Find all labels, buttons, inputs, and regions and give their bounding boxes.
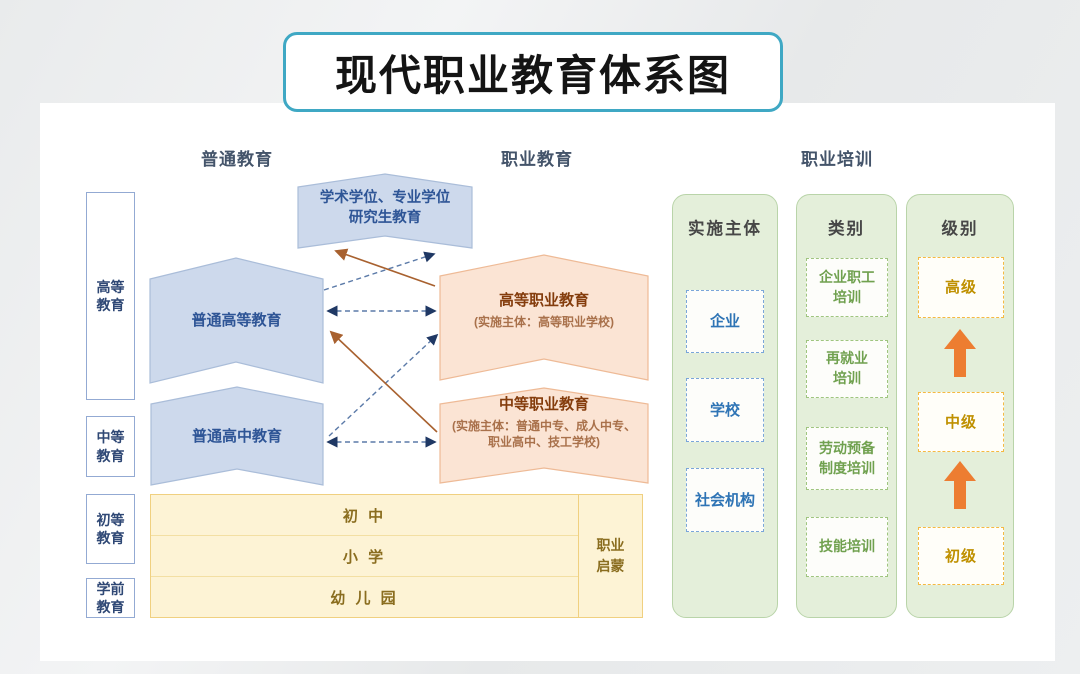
- item-social-organization: 社会机构: [686, 468, 764, 532]
- item-employee-training: 企业职工 培训: [806, 258, 888, 317]
- basic-education-band: 初 中 小 学 幼 儿 园 职业 启蒙: [150, 494, 643, 618]
- page-title: 现代职业教育体系图: [334, 51, 731, 99]
- connector-senior-high-to-higher-vocational: [328, 333, 439, 437]
- item-enterprise: 企业: [686, 290, 764, 353]
- secondary-vocational-subtitle: (实施主体：普通中专、成人中专、 职业高中、技工学校): [452, 419, 636, 450]
- chevron-higher-vocational-education: [439, 254, 649, 381]
- row-kindergarten: 幼 儿 园: [151, 576, 578, 617]
- label-higher-vocational-education: 高等职业教育 (实施主体：高等职业学校): [440, 291, 648, 330]
- item-level-intermediate: 中级: [918, 392, 1004, 452]
- panel-header-categories: 类别: [828, 220, 865, 238]
- item-school: 学校: [686, 378, 764, 442]
- arrow-stem: [954, 349, 966, 377]
- up-arrow-icon: [944, 461, 976, 509]
- item-level-elementary: 初级: [918, 527, 1004, 585]
- slide-card: 普通教育 职业教育 职业培训 高等 教育 中等 教育 初等 教育 学前 教育 学…: [40, 103, 1055, 661]
- chevron-general-senior-high: [150, 386, 324, 486]
- connector-higher-vocational-to-graduate: [334, 248, 436, 287]
- label-general-higher-education: 普通高等教育: [191, 312, 282, 329]
- connector-secondary-vocational-to-general-higher: [329, 330, 438, 433]
- label-graduate-education: 学术学位、专业学位 研究生教育: [319, 190, 451, 226]
- arrow-head: [944, 461, 976, 481]
- column-header-vocational-training: 职业培训: [801, 150, 873, 169]
- label-secondary-vocational-education: 中等职业教育 (实施主体：普通中专、成人中专、 职业高中、技工学校): [440, 395, 648, 451]
- stage-box-secondary-education: 中等 教育: [86, 416, 135, 477]
- diagram-shapes-and-connectors: [149, 173, 649, 486]
- row-junior-high: 初 中: [342, 507, 387, 525]
- item-level-advanced: 高级: [918, 257, 1004, 318]
- panel-header-implementing-bodies: 实施主体: [688, 220, 762, 238]
- basic-education-rows: 初 中 小 学 幼 儿 园: [151, 495, 578, 617]
- item-skills-training: 技能培训: [806, 517, 888, 577]
- chevron-secondary-vocational-education: [439, 387, 649, 484]
- secondary-vocational-title: 中等职业教育: [498, 396, 589, 413]
- career-enlightenment-label: 职业 启蒙: [578, 495, 642, 617]
- item-reemployment-training: 再就业 培训: [806, 340, 888, 398]
- chevron-general-higher-education: [149, 257, 324, 384]
- row-primary-school: 小 学: [151, 535, 578, 576]
- label-general-senior-high: 普通高中教育: [191, 428, 282, 445]
- item-labor-reserve-training: 劳动预备 制度培训: [806, 427, 888, 490]
- column-header-vocational-education: 职业教育: [501, 150, 573, 169]
- stage-box-higher-education: 高等 教育: [86, 192, 135, 400]
- diagram-title-box: 现代职业教育体系图: [283, 32, 783, 112]
- arrow-stem: [954, 481, 966, 509]
- higher-vocational-title: 高等职业教育: [498, 292, 589, 309]
- stage-box-primary-education: 初等 教育: [86, 494, 135, 564]
- stage-box-preschool-education: 学前 教育: [86, 578, 135, 618]
- higher-vocational-subtitle: (实施主体：高等职业学校): [474, 315, 614, 330]
- chevron-graduate-education: [297, 173, 473, 249]
- panel-training-levels: 级别 高级 中级 初级: [906, 194, 1014, 618]
- panel-implementing-bodies: 实施主体 企业 学校 社会机构: [672, 194, 778, 618]
- panel-training-categories: 类别 企业职工 培训 再就业 培训 劳动预备 制度培训 技能培训: [796, 194, 897, 618]
- connector-general-higher-to-graduate: [323, 251, 436, 291]
- arrow-head: [944, 329, 976, 349]
- column-header-general-education: 普通教育: [201, 150, 273, 169]
- up-arrow-icon: [944, 329, 976, 377]
- panel-header-levels: 级别: [941, 220, 979, 238]
